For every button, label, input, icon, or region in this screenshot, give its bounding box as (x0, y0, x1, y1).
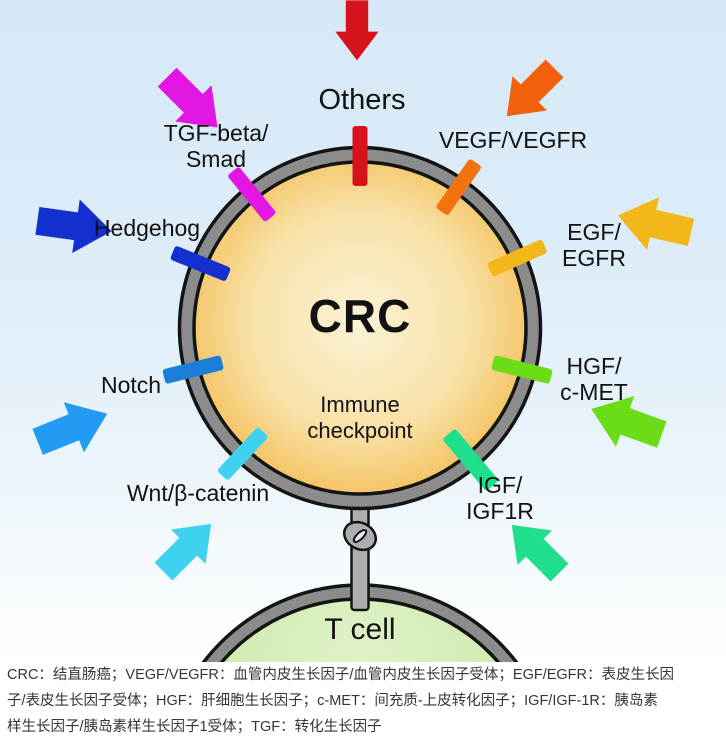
igf-label: IGF/ IGF1R (466, 472, 534, 524)
tgf-label-line2: Smad (185, 146, 247, 172)
caption-line-2: 子/表皮生长因子受体；HGF：肝细胞生长因子；c-MET：间充质-上皮转化因子；… (7, 693, 658, 709)
hgf-label: HGF/ c-MET (560, 353, 628, 405)
wnt-arrow-icon (146, 506, 229, 589)
notch-label: Notch (100, 372, 162, 398)
tgf-label: TGF-beta/ Smad (164, 120, 269, 172)
hedgehog-receptor-bar (170, 246, 231, 281)
receptor-bars (162, 126, 553, 491)
tgf-receptor-bar (228, 167, 276, 222)
caption-line-3: 样生长因子/胰岛素样生长因子1受体；TGF：转化生长因子 (7, 719, 382, 735)
tgf-label-line1: TGF-beta/ (163, 120, 269, 146)
diagram-canvas (27, 0, 698, 662)
crc-circle (177, 145, 543, 511)
igf-label-line2: IGF1R (466, 498, 534, 524)
t-cell-circle (201, 583, 519, 662)
hgf-label-line1: HGF/ (566, 353, 622, 379)
egf-label-line2: EGFR (562, 245, 626, 271)
crc-center-label: CRC (308, 290, 412, 342)
vegf-label: VEGF/VEGFR (438, 127, 588, 153)
hgf-receptor-bar (491, 355, 553, 384)
egf-label-line1: EGF/ (567, 219, 621, 245)
t-cell-label: T cell (324, 613, 396, 646)
immune-checkpoint-label: Immune checkpoint (307, 392, 412, 444)
egf-receptor-bar (487, 239, 547, 277)
notch-receptor-bar (162, 355, 224, 384)
notch-arrow-icon (27, 388, 118, 467)
hedgehog-label: Hedgehog (93, 215, 201, 241)
vegf-arrow-icon (489, 51, 572, 134)
immune-checkpoint-line2: checkpoint (307, 418, 413, 443)
others-arrow-icon (335, 0, 379, 61)
immune-checkpoint-line1: Immune (320, 392, 400, 417)
figure-caption: CRC：结直肠癌；VEGF/VEGFR：血管内皮生长因子/血管内皮生长因子受体；… (7, 662, 721, 740)
wnt-label: Wnt/β-catenin (126, 480, 270, 506)
vegf-receptor-bar (436, 159, 481, 215)
wnt-receptor-bar (217, 427, 268, 480)
igf-label-line1: IGF/ (477, 472, 523, 498)
caption-line-1: CRC：结直肠癌；VEGF/VEGFR：血管内皮生长因子/血管内皮生长因子受体；… (7, 667, 675, 683)
stalk-knot (342, 520, 378, 552)
egf-label: EGF/ EGFR (562, 219, 626, 271)
igf-receptor-bar (443, 429, 498, 491)
hgf-label-line2: c-MET (560, 379, 628, 405)
crc-pathway-diagram: Others TGF-beta/ Smad Hedgehog Notch Wnt… (0, 0, 726, 662)
others-label: Others (318, 84, 406, 116)
others-receptor-bar (352, 126, 368, 186)
